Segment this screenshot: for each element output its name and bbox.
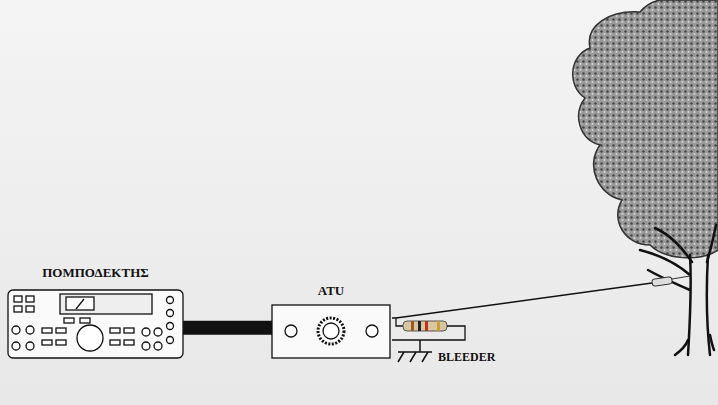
component-label: BLEEDER — [438, 350, 495, 365]
tree-crown — [573, 0, 718, 258]
atu-panel — [272, 305, 390, 358]
heading-text: ATU — [318, 283, 344, 298]
insulator — [652, 277, 673, 287]
rope — [672, 276, 690, 279]
heading-text: ΠΟΜΠΟΔΕΚΤΗΣ — [42, 265, 149, 280]
resistor-symbol — [392, 318, 465, 340]
node-heading: ΠΟΜΠΟΔΕΚΤΗΣ — [8, 263, 183, 281]
transceiver-panel — [8, 290, 183, 358]
antenna-wire — [396, 283, 652, 318]
tree-trunk — [640, 225, 716, 355]
transceiver-box: ΠΟΜΠΟΔΕΚΤΗΣ — [8, 290, 183, 358]
node-heading: ATU — [272, 281, 390, 299]
coax-cable — [183, 321, 272, 335]
atu-box: ATU — [272, 305, 390, 358]
ground-symbol — [398, 340, 432, 362]
